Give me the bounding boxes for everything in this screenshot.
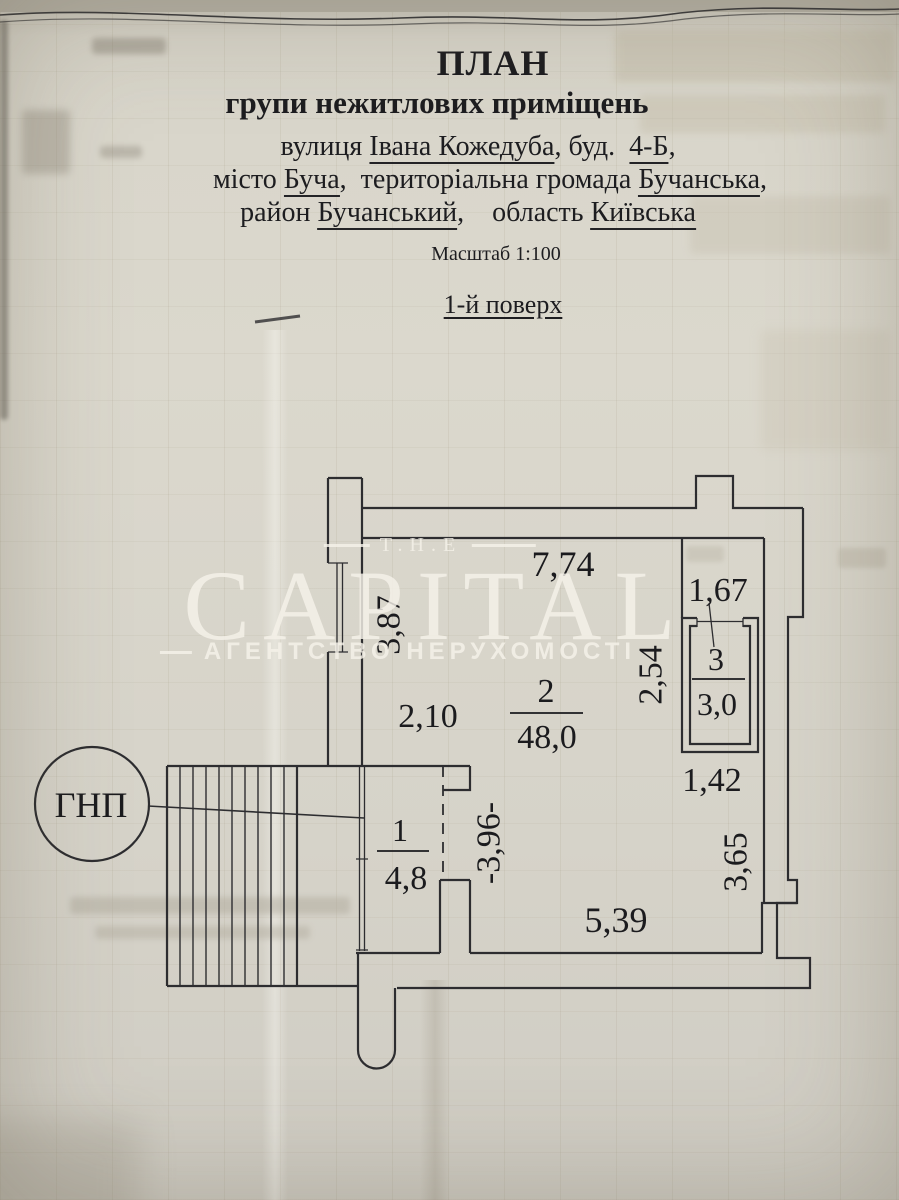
room3-number: 3 [708, 641, 724, 677]
room3-door [696, 618, 744, 627]
dim-open-span: -3,96- [471, 802, 508, 884]
walls [165, 474, 812, 1070]
floor-label: 1-й поверх [443, 290, 563, 319]
address-line-2: місто Буча, територіальна громада Бучанс… [212, 164, 768, 197]
dim-left-upper: 3,87 [371, 595, 408, 655]
room1-number: 1 [392, 812, 408, 848]
address-line-1: вулиця Івана Кожедуба, буд. 4-Б, [280, 131, 676, 164]
niche-dim-leader [708, 602, 715, 648]
gnp-leader-line [147, 805, 365, 819]
dim-corridor: 1,42 [682, 762, 742, 799]
dim-right-lower: 3,65 [718, 832, 755, 892]
page-edge-wavy-line [0, 7, 899, 324]
stairs-hatch [179, 766, 285, 985]
dim-center-vertical: 2,54 [633, 645, 670, 705]
dimension-labels: 7,74 1,67 3,87 2,10 2,54 1,42 3,65 -3,96… [371, 544, 755, 940]
room-labels: 2 48,0 3 3,0 1 4,8 [377, 641, 745, 897]
dim-top: 7,74 [532, 544, 595, 584]
windows-and-leaders [147, 562, 744, 951]
page-title: ПЛАН [436, 43, 550, 83]
room1-area: 4,8 [385, 860, 428, 897]
address-line-3: район Бучанський, область Київська [240, 197, 696, 230]
room2-number: 2 [538, 673, 555, 710]
dim-bottom: 5,39 [585, 900, 648, 940]
gnp-callout-label: ГНП [55, 785, 128, 825]
room3-area: 3,0 [697, 686, 737, 722]
dim-niche: 1,67 [688, 572, 748, 609]
room2-area: 48,0 [517, 719, 577, 756]
dim-left-mid: 2,10 [398, 698, 458, 735]
scale-label: Масштаб 1:100 [431, 243, 561, 265]
gnp-callout-circle [33, 745, 151, 863]
page-top-edge [0, 0, 899, 12]
window-symbol [328, 562, 348, 653]
glazed-wall-symbol [356, 766, 368, 951]
paper-fold-shadow [420, 980, 450, 1200]
page-subtitle: групи нежитлових приміщень [225, 85, 649, 120]
